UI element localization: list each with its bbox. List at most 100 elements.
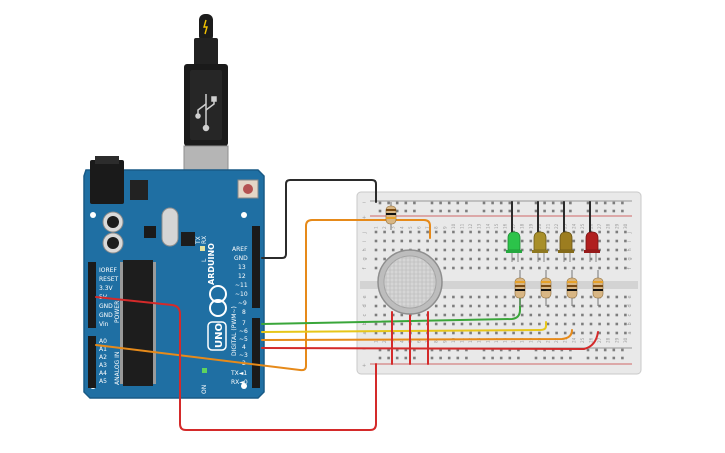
breadboard-hole[interactable] [460,230,464,234]
breadboard-hole[interactable] [434,322,438,326]
breadboard-hole[interactable] [434,313,438,317]
breadboard-hole[interactable] [572,266,576,270]
breadboard-hole[interactable] [477,331,481,335]
breadboard-hole[interactable] [447,201,451,205]
breadboard-hole[interactable] [520,230,524,234]
breadboard-hole[interactable] [581,295,584,299]
breadboard-hole[interactable] [546,322,550,326]
breadboard-hole[interactable] [503,230,507,234]
breadboard-hole[interactable] [383,239,386,243]
led-resistor-1[interactable] [514,270,526,306]
breadboard-hole[interactable] [615,322,619,326]
breadboard-hole[interactable] [395,201,399,205]
breadboard-hole[interactable] [469,257,472,261]
breadboard-hole[interactable] [563,304,567,308]
breadboard-hole[interactable] [589,257,593,261]
breadboard-hole[interactable] [503,295,507,299]
breadboard-hole[interactable] [456,209,460,213]
breadboard-hole[interactable] [606,322,610,326]
breadboard-hole[interactable] [543,356,546,360]
breadboard-hole[interactable] [512,304,515,308]
breadboard-hole[interactable] [546,266,550,270]
breadboard-hole[interactable] [452,257,455,261]
wire-pin7-green[interactable] [261,293,521,325]
breadboard-hole[interactable] [572,230,576,234]
wire-gnd-black[interactable] [261,179,377,259]
breadboard-hole[interactable] [374,266,378,270]
breadboard-hole[interactable] [598,230,601,234]
breadboard-hole[interactable] [378,356,382,360]
breadboard-hole[interactable] [512,257,515,261]
breadboard-hole[interactable] [543,209,546,213]
breadboard-hole[interactable] [606,295,610,299]
breadboard-hole[interactable] [572,313,576,317]
breadboard-hole[interactable] [563,322,567,326]
breadboard-hole[interactable] [512,295,515,299]
breadboard-hole[interactable] [624,257,627,261]
breadboard-hole[interactable] [520,266,524,270]
breadboard-hole[interactable] [529,313,533,317]
breadboard-hole[interactable] [572,257,576,261]
breadboard-hole[interactable] [603,209,607,213]
breadboard-hole[interactable] [469,313,472,317]
breadboard-hole[interactable] [589,295,593,299]
breadboard-hole[interactable] [477,230,481,234]
breadboard-hole[interactable] [469,304,472,308]
breadboard-hole[interactable] [560,201,564,205]
breadboard-hole[interactable] [546,239,550,243]
breadboard-hole[interactable] [452,230,455,234]
breadboard-hole[interactable] [508,209,512,213]
breadboard-hole[interactable] [439,209,442,213]
breadboard-hole[interactable] [452,239,455,243]
breadboard-hole[interactable] [486,313,490,317]
breadboard-hole[interactable] [460,313,464,317]
breadboard-hole[interactable] [624,248,627,252]
breadboard-hole[interactable] [383,304,386,308]
breadboard-hole[interactable] [456,348,460,352]
breadboard-hole[interactable] [563,295,567,299]
breadboard-hole[interactable] [443,248,447,252]
breadboard-hole[interactable] [555,322,558,326]
breadboard-hole[interactable] [452,322,455,326]
breadboard-hole[interactable] [546,313,550,317]
breadboard-hole[interactable] [517,209,520,213]
breadboard-hole[interactable] [400,331,404,335]
breadboard-hole[interactable] [477,239,481,243]
breadboard-hole[interactable] [434,230,438,234]
led-yellow-2[interactable] [558,231,574,262]
breadboard-hole[interactable] [589,266,593,270]
breadboard-hole[interactable] [555,295,558,299]
breadboard-hole[interactable] [615,230,619,234]
breadboard-hole[interactable] [486,248,490,252]
breadboard-hole[interactable] [612,348,616,352]
breadboard-hole[interactable] [503,266,507,270]
breadboard-hole[interactable] [581,257,584,261]
breadboard-hole[interactable] [430,201,434,205]
breadboard-hole[interactable] [520,257,524,261]
breadboard-hole[interactable] [426,248,429,252]
breadboard-hole[interactable] [555,331,558,335]
breadboard-hole[interactable] [443,304,447,308]
led-red[interactable] [584,231,600,262]
breadboard-hole[interactable] [606,266,610,270]
breadboard-hole[interactable] [452,331,455,335]
breadboard-hole[interactable] [460,322,464,326]
breadboard-hole[interactable] [409,239,412,243]
breadboard-hole[interactable] [499,201,503,205]
breadboard-hole[interactable] [546,257,550,261]
breadboard-hole[interactable] [546,331,550,335]
breadboard-hole[interactable] [520,248,524,252]
breadboard-hole[interactable] [529,239,533,243]
breadboard-hole[interactable] [413,348,416,352]
breadboard-hole[interactable] [491,209,494,213]
breadboard-hole[interactable] [560,356,564,360]
breadboard-hole[interactable] [452,304,455,308]
breadboard-hole[interactable] [589,304,593,308]
breadboard-hole[interactable] [529,230,533,234]
breadboard-hole[interactable] [598,304,601,308]
breadboard-hole[interactable] [374,313,378,317]
breadboard-hole[interactable] [387,356,390,360]
breadboard-hole[interactable] [581,239,584,243]
breadboard-hole[interactable] [404,348,408,352]
breadboard-hole[interactable] [443,230,447,234]
